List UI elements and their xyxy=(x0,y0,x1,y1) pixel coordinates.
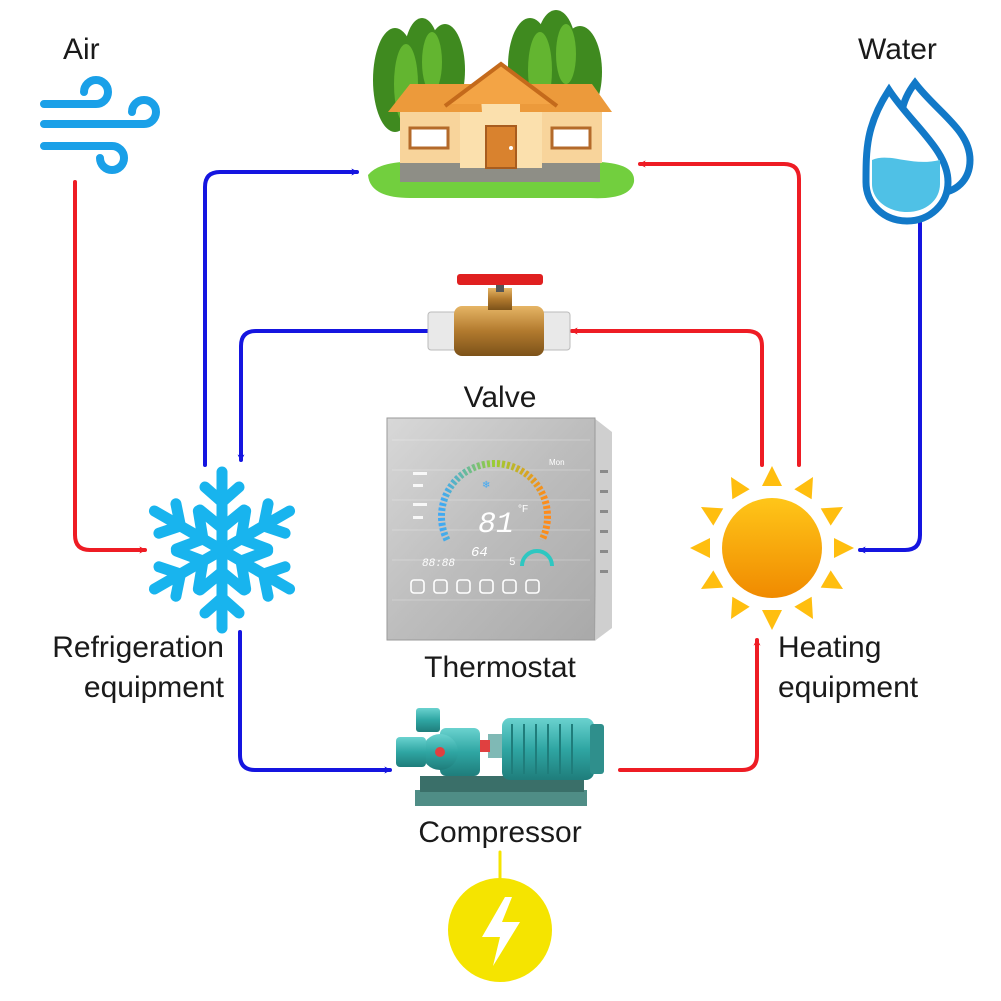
thermostat-step: 5 xyxy=(509,557,516,569)
refrigeration-label-line2: equipment xyxy=(83,671,224,704)
pump-motor-icon xyxy=(396,708,604,806)
sun-icon xyxy=(690,466,854,630)
compressor-label: Compressor xyxy=(418,816,582,849)
lightning-icon xyxy=(448,878,552,982)
refrigeration-to-house-line xyxy=(203,168,359,467)
thermostat-button-6 xyxy=(525,579,540,594)
thermostat-panel: 81 °F 64 88:88 5 Mon ❄ xyxy=(386,417,612,641)
thermostat-button-1 xyxy=(410,579,425,594)
thermostat-button-4 xyxy=(479,579,494,594)
wind-icon xyxy=(40,76,160,174)
thermostat-clock: 88:88 xyxy=(422,558,455,570)
thermostat-unit: °F xyxy=(518,504,528,515)
compressor-to-heating-line xyxy=(618,638,761,772)
heating-label-line2: equipment xyxy=(778,671,919,704)
thermostat-button-2 xyxy=(433,579,448,594)
valve-to-refrigeration-line xyxy=(237,329,434,462)
thermostat-day: Mon xyxy=(549,458,565,467)
thermostat-button-3 xyxy=(456,579,471,594)
valve-label: Valve xyxy=(463,381,537,414)
heating-to-house-line xyxy=(638,160,801,467)
thermostat-button-5 xyxy=(502,579,517,594)
water-drop-icon xyxy=(862,77,974,225)
heating-label-line1: Heating xyxy=(778,631,882,664)
air-label: Air xyxy=(63,33,100,66)
refrigeration-to-compressor-line xyxy=(238,630,392,774)
water-label: Water xyxy=(858,33,937,66)
thermostat-snow-indicator: ❄ xyxy=(482,480,490,491)
heating-to-valve-line xyxy=(570,327,764,467)
house-icon xyxy=(368,10,635,199)
refrigeration-label-line1: Refrigeration xyxy=(52,631,224,664)
thermostat-set-temp: 81 xyxy=(478,508,514,542)
air-to-refrigeration-line xyxy=(73,180,147,554)
water-to-heating-line xyxy=(858,210,922,554)
valve-icon xyxy=(427,274,571,356)
thermostat-label: Thermostat xyxy=(424,651,576,684)
snowflake-icon xyxy=(143,466,300,628)
thermostat-room-temp: 64 xyxy=(471,545,488,561)
